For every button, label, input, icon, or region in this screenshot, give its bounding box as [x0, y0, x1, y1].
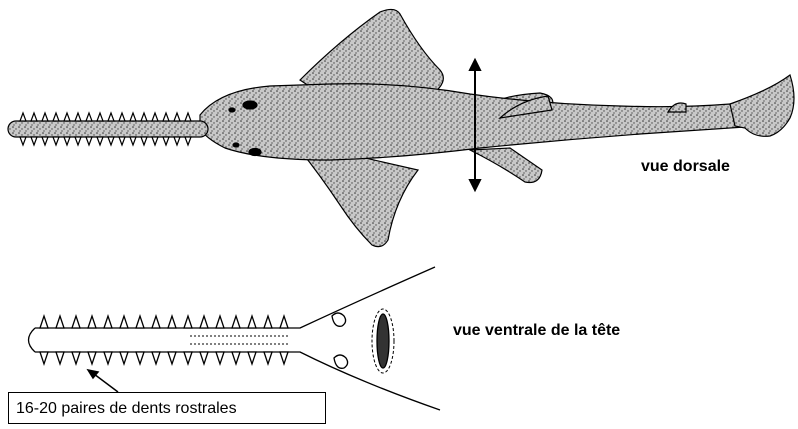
pelvic-fin-lower: [470, 148, 542, 183]
nostril-lower: [334, 355, 348, 368]
dorsal-spiracle-upper: [229, 108, 235, 112]
dorsal-eye-lower: [249, 149, 261, 156]
fish-body: [200, 84, 760, 160]
dorsal-rostrum: [8, 121, 208, 137]
ventral-view-label: vue ventrale de la tête: [453, 322, 620, 340]
dorsal-eye-upper: [243, 101, 257, 109]
dorsal-spiracle-lower: [233, 143, 239, 147]
dorsal-view-label: vue dorsale: [641, 158, 730, 176]
nostril-upper: [332, 313, 346, 326]
rostral-teeth-callout: 16-20 paires de dents rostrales: [16, 400, 237, 418]
pectoral-fin-lower: [300, 150, 418, 247]
dorsal-view: [8, 9, 794, 246]
ventral-view: [29, 267, 441, 410]
mouth: [377, 314, 389, 368]
callout-arrow: [88, 370, 118, 392]
ventral-rostral-teeth: [40, 316, 288, 364]
caudal-fin: [730, 75, 794, 136]
second-dorsal-fin: [668, 103, 686, 112]
